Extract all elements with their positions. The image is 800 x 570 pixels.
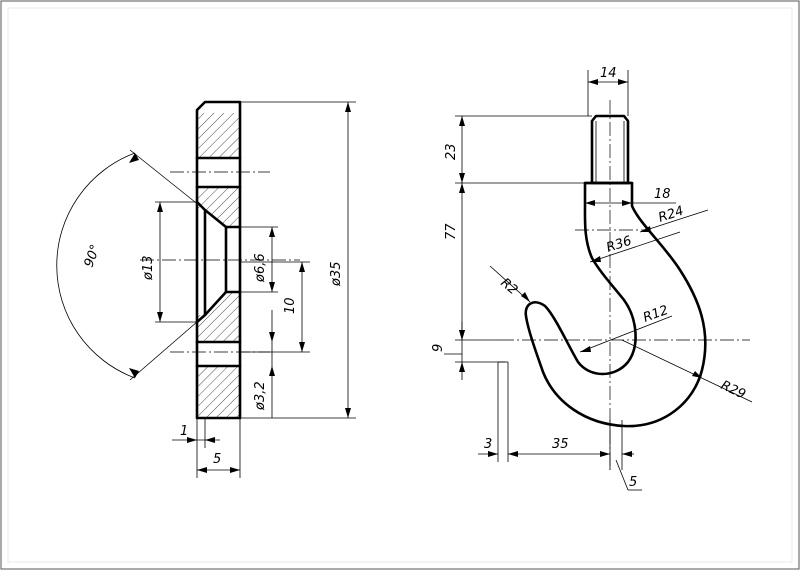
arrow <box>459 173 465 183</box>
dim-77-label: 77 <box>444 223 459 240</box>
r36-label: R36 <box>605 234 634 256</box>
arrow <box>459 330 465 340</box>
arrow <box>187 437 197 443</box>
dim-1-label: 1 <box>180 424 188 439</box>
dim-5-label: 5 <box>629 475 637 490</box>
r2-label: R2 <box>497 276 520 299</box>
arrow <box>508 451 518 457</box>
radius-leader <box>579 315 673 353</box>
arrow <box>640 226 651 232</box>
arrow <box>197 467 207 473</box>
dim-14-label: 14 <box>600 66 617 81</box>
hatch-upper-mid <box>197 187 240 227</box>
r29-label: R29 <box>718 378 748 402</box>
arrow <box>129 153 139 163</box>
hook-body-outline <box>524 181 707 428</box>
dia-6-6-label: ø6,6 <box>253 253 268 283</box>
arrow <box>622 451 632 457</box>
arrow <box>269 332 275 342</box>
arrow <box>157 312 163 322</box>
arrow <box>622 200 632 206</box>
dim-23-label: 23 <box>444 143 459 160</box>
arrow <box>459 362 465 372</box>
washer-outline <box>195 100 242 420</box>
arrow <box>488 451 498 457</box>
arrow <box>345 102 351 112</box>
hook-view: 14 23 77 18 R24 R36 R2 R12 <box>431 66 753 491</box>
arrow <box>230 467 240 473</box>
angle-extension <box>129 149 206 211</box>
arrow <box>157 202 163 212</box>
arrow <box>269 282 275 292</box>
dia-13-label: ø13 <box>141 256 156 282</box>
arrow <box>299 342 305 352</box>
leader-line <box>615 459 629 491</box>
hatch-bottom <box>197 366 240 418</box>
dim-18-label: 18 <box>654 187 671 202</box>
arrow <box>269 366 275 376</box>
hatch-lower-mid <box>197 292 240 342</box>
arrow <box>269 227 275 237</box>
arrow <box>580 346 591 352</box>
arrow <box>618 79 628 85</box>
arrow <box>588 79 598 85</box>
arrow <box>459 183 465 193</box>
dim-5-label: 5 <box>213 452 221 467</box>
arrow <box>585 200 595 206</box>
dim-35-label: 35 <box>552 437 569 452</box>
arrow <box>692 371 702 378</box>
arrow <box>600 451 610 457</box>
countersink-upper <box>195 200 242 229</box>
arrow <box>205 437 215 443</box>
dia-3-2-label: ø3,2 <box>253 381 268 411</box>
angle-arc <box>56 152 136 379</box>
dim-10-label: 10 <box>283 297 298 314</box>
sheet-inner-border <box>7 7 793 563</box>
dim-9-label: 9 <box>431 344 446 352</box>
radius-leader <box>639 209 709 233</box>
dia-35-label: ø35 <box>329 262 344 288</box>
dim-3-label: 3 <box>484 437 492 452</box>
washer-view: 90° ø13 ø6,6 10 ø3,2 ø35 <box>56 100 356 478</box>
arrow <box>345 408 351 418</box>
radius-leader <box>589 231 681 263</box>
arrow <box>459 116 465 126</box>
arrow <box>299 262 305 272</box>
r24-label: R24 <box>657 204 686 226</box>
radius-leader <box>621 339 753 403</box>
arrow <box>521 292 530 302</box>
angle-label: 90° <box>82 243 104 270</box>
hatch-top <box>197 113 240 158</box>
arrow <box>590 256 601 262</box>
angle-extension <box>129 314 206 381</box>
arrow <box>129 368 139 378</box>
